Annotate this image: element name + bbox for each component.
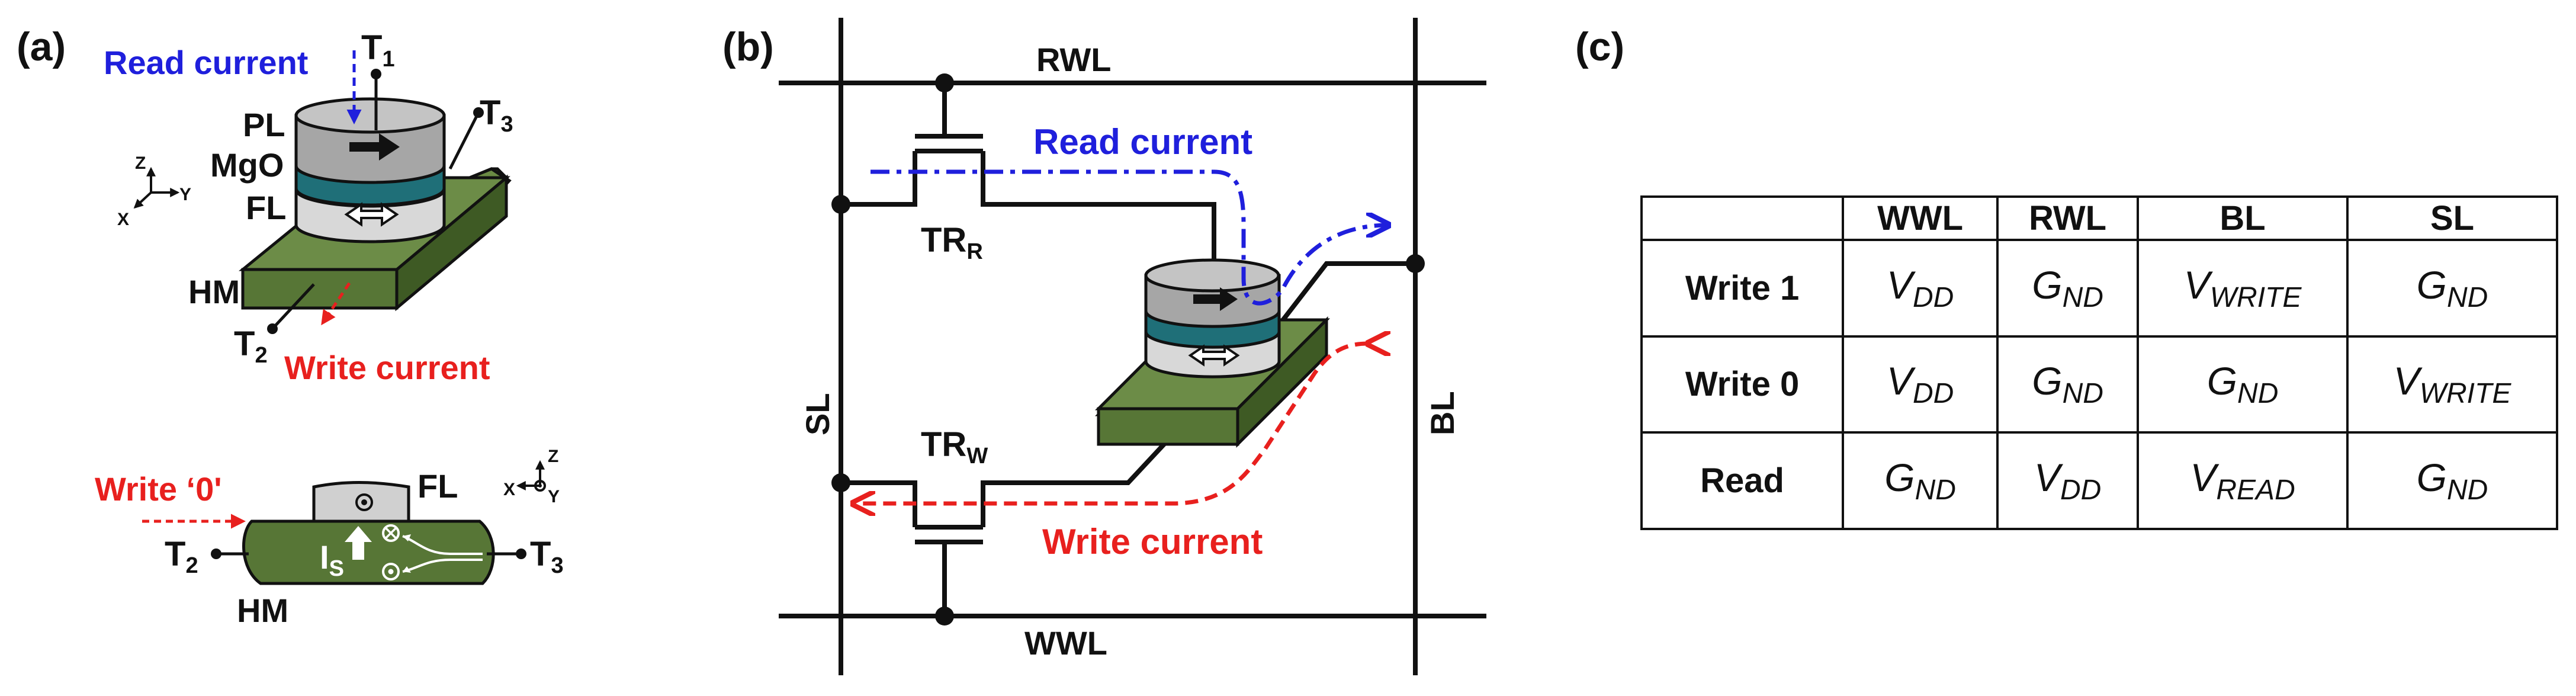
panel-a-side-view: Z X Y Write ‘0' FL T2 T3 IS HM	[95, 447, 564, 629]
row-label-read: Read	[1640, 431, 1845, 530]
hm-label: HM	[188, 273, 240, 310]
pl-magnetization-arrow-icon	[349, 133, 400, 161]
t2-dot	[267, 323, 278, 334]
b-read-current-path	[871, 169, 1389, 306]
b-write-current-label: Write current	[1042, 522, 1263, 562]
row-label-write0: Write 0	[1640, 335, 1845, 434]
fl-dot-out-icon	[355, 493, 373, 511]
t1-label: T1	[361, 28, 395, 72]
table-cell: GND	[1842, 431, 1999, 530]
table-row: Write 1 VDD GND VWRITE GND	[1640, 239, 2558, 338]
t2-label: T2	[234, 325, 268, 368]
b-read-current-label: Read current	[1033, 122, 1252, 162]
t2b-label: T2	[165, 535, 198, 578]
write-current-arrow	[321, 282, 351, 326]
t3-wire	[448, 111, 480, 170]
table-header-row: WWL RWL BL SL	[1640, 195, 2558, 241]
junction-dots	[831, 73, 1425, 626]
table-header-sl: SL	[2346, 195, 2558, 241]
table-header-corner	[1640, 195, 1845, 241]
table-cell: GND	[2137, 335, 2349, 434]
sl-label: SL	[799, 393, 836, 435]
trw-label: TRW	[921, 425, 988, 469]
t3-dot	[473, 107, 484, 118]
table-cell: VWRITE	[2137, 239, 2349, 338]
pl-label: PL	[243, 106, 285, 143]
t1-dot	[371, 69, 381, 79]
write-current-label: Write current	[284, 349, 490, 386]
wwl-label: WWL	[1024, 624, 1107, 662]
table-cell: GND	[2346, 239, 2558, 338]
t3b-label: T3	[530, 535, 564, 578]
panel-b-circuit	[779, 18, 1486, 675]
pl-top	[294, 97, 446, 134]
is-label: IS	[320, 538, 344, 581]
rwl-label: RWL	[1036, 41, 1112, 78]
table-row: Read GND VDD VREAD GND	[1640, 431, 2558, 530]
fl2-label: FL	[417, 467, 458, 505]
axis-x-label: X	[117, 210, 129, 229]
panel-label-a: (a)	[17, 24, 66, 69]
fl-label: FL	[246, 189, 286, 226]
hm2-label: HM	[237, 592, 288, 629]
table-header-wwl: WWL	[1842, 195, 1999, 241]
fl-block	[312, 481, 410, 523]
row-label-write1: Write 1	[1640, 239, 1845, 338]
panel-a-mtj-device: Z Y X Read current T1 T3 PL MgO FL HM T2…	[104, 28, 513, 386]
spin-into-icon	[382, 524, 400, 542]
b-pl-arrow-icon	[1193, 287, 1238, 311]
read-current-label: Read current	[104, 44, 308, 81]
axis2-z-label: Z	[548, 447, 558, 466]
t2b-dot	[211, 549, 221, 559]
table-row: Write 0 VDD GND GND VWRITE	[1640, 335, 2558, 434]
axis-z-label: Z	[135, 153, 146, 173]
spin-out-icon	[382, 563, 400, 580]
panel-label-b: (b)	[722, 24, 774, 69]
table-cell: GND	[2346, 431, 2558, 530]
axis-y-label: Y	[179, 185, 191, 204]
axis-triad-a2	[516, 460, 546, 492]
t2-wire	[271, 283, 315, 330]
t3-label: T3	[480, 94, 513, 137]
trr-label: TRR	[921, 221, 983, 264]
table-cell: VDD	[1996, 431, 2140, 530]
table-cell: VREAD	[2137, 431, 2349, 530]
spin-current-arrow-icon	[345, 526, 372, 560]
table-cell: GND	[1996, 239, 2140, 338]
table-cell: GND	[1996, 335, 2140, 434]
write0-label: Write ‘0'	[95, 470, 222, 508]
hm-slab-front	[241, 268, 399, 310]
table-header-rwl: RWL	[1996, 195, 2140, 241]
operation-table: WWL RWL BL SL Write 1 VDD GND VWRITE GND…	[1640, 195, 2558, 530]
table-cell: VWRITE	[2346, 335, 2558, 434]
t3b-dot	[516, 549, 526, 559]
axis-triad-a	[133, 166, 180, 209]
hm-strip	[242, 519, 495, 585]
table-cell: VDD	[1842, 239, 1999, 338]
b-hm-front	[1097, 407, 1239, 446]
table-cell: VDD	[1842, 335, 1999, 434]
panel-b-mtj-device	[1094, 258, 1331, 448]
axis2-x-label: X	[503, 480, 515, 499]
fl-double-arrow-icon	[344, 202, 399, 227]
b-write-current-path	[853, 344, 1368, 503]
table-header-bl: BL	[2137, 195, 2349, 241]
panel-label-c: (c)	[1575, 24, 1625, 69]
axis2-y-label: Y	[548, 487, 560, 506]
mgo-label: MgO	[210, 146, 284, 184]
bl-label: BL	[1424, 391, 1461, 435]
